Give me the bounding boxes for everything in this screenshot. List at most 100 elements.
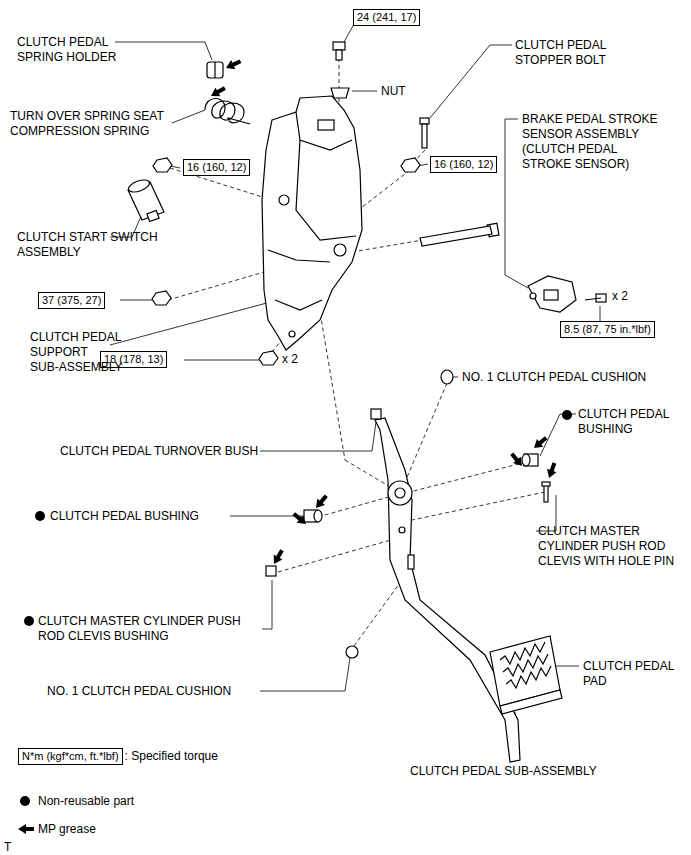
non-reusable-marks (24, 616, 34, 626)
leader-lines (553, 666, 579, 667)
bolt-and-nuts (401, 158, 420, 172)
bolt-and-nuts (331, 88, 349, 98)
small-parts (314, 510, 322, 522)
clutch-pedal-support (262, 96, 362, 350)
leader-lines (260, 658, 350, 691)
non-reusable-marks (20, 410, 572, 806)
grease-arrows (312, 493, 330, 512)
part-name: CLUTCH MASTER CYLINDER PUSH ROD CLEVIS W… (538, 524, 674, 569)
bolt-and-nuts (420, 118, 429, 124)
clutch-pedal (399, 527, 405, 533)
non-reusable-marks (20, 796, 30, 806)
clutch-pedal (375, 418, 520, 762)
clutch-pedal (388, 481, 412, 505)
spring-and-holder (205, 98, 250, 124)
dashed-guides (168, 268, 278, 300)
grease-arrows (18, 824, 34, 834)
torque-value: 8.5 (87, 75 in.*lbf) (564, 323, 651, 335)
clutch-start-switch (127, 178, 164, 222)
grease-arrows (270, 548, 287, 567)
part-name: CLUTCH MASTER CYLINDER PUSH ROD CLEVIS B… (38, 614, 241, 644)
torque-value: 24 (241, 17) (357, 11, 416, 23)
torque-value: 16 (160, 12) (187, 161, 246, 173)
torque-value: 37 (375, 27) (42, 294, 101, 306)
clutch-pedal-support (334, 244, 346, 256)
clutch-pedal (500, 642, 545, 664)
small-parts (542, 482, 550, 486)
clutch-start-switch (147, 211, 159, 222)
part-name: CLUTCH PEDAL SPRING HOLDER (17, 35, 116, 65)
small-parts (371, 409, 381, 419)
clutch-pedal (375, 418, 562, 762)
torque-box: 16 (160, 12) (183, 159, 250, 176)
small-parts (522, 454, 530, 466)
torque-box: 16 (160, 12) (430, 156, 497, 173)
leader-lines (600, 306, 601, 321)
leader-lines (230, 516, 302, 517)
clutch-pedal (395, 488, 405, 498)
grease-arrows (224, 57, 243, 73)
legend-torque-box: N*m (kgf*cm, ft.*lbf) (18, 748, 123, 765)
stroke-sensor (530, 293, 536, 299)
legend-text: Non-reusable part (38, 794, 134, 809)
part-name: TURN OVER SPRING SEAT COMPRESSION SPRING (10, 109, 164, 139)
bolt-and-nuts (333, 42, 345, 50)
clutch-pedal-support (318, 120, 334, 130)
torque-box: 37 (375, 27) (38, 292, 105, 309)
leader-lines (453, 377, 458, 378)
clutch-pedal-support (275, 300, 322, 310)
spring-and-holder (205, 62, 250, 124)
leader-lines (120, 300, 155, 301)
leader-lines (110, 300, 278, 345)
torque-box: 24 (241, 17) (353, 9, 420, 26)
dashed-guides (354, 580, 402, 646)
bolt-and-nuts (153, 158, 172, 172)
leader-lines (430, 45, 512, 118)
leader-lines (262, 580, 272, 629)
grease-arrows (508, 451, 526, 470)
small-parts (346, 646, 358, 658)
grease-arrows (531, 434, 550, 452)
dashed-guides (318, 496, 392, 517)
clutch-pedal (503, 654, 548, 676)
part-name: NO. 1 CLUTCH PEDAL CUSHION (462, 370, 646, 385)
leader-lines (172, 110, 205, 123)
grease-arrows (291, 510, 310, 528)
part-name: CLUTCH PEDAL PAD (583, 659, 674, 689)
leader-lines (260, 422, 376, 451)
quantity-note: x 2 (282, 352, 298, 367)
grease-arrows (209, 84, 228, 101)
part-name: CLUTCH START SWITCH ASSEMBLY (17, 230, 158, 260)
clutch-pedal-support (279, 195, 289, 205)
clutch-pedal-support (268, 250, 330, 262)
torque-value: 16 (160, 12) (434, 158, 493, 170)
bolt-and-nuts (420, 226, 492, 246)
dashed-guides (410, 462, 526, 492)
small-parts (441, 370, 453, 384)
figure-code: T (4, 840, 11, 855)
torque-value: N*m (kgf*cm, ft.*lbf) (22, 750, 119, 762)
leader-lines (115, 42, 212, 60)
part-name: BRAKE PEDAL STROKE SENSOR ASSEMBLY (CLUT… (522, 112, 658, 172)
bolt-and-nuts (152, 42, 606, 365)
bolt-and-nuts (422, 124, 427, 148)
bolt-and-nuts (259, 351, 278, 365)
bolt-and-nuts (585, 298, 601, 300)
dashed-guides (278, 538, 398, 572)
clutch-start-switch (127, 178, 151, 195)
part-name: CLUTCH PEDAL BUSHING (50, 509, 199, 524)
spring-and-holder (207, 62, 223, 78)
small-parts (266, 370, 550, 658)
clutch-pedal (500, 690, 562, 714)
spring-and-holder (214, 62, 215, 78)
clutch-pedal (506, 666, 551, 688)
clutch-pedal-support (262, 96, 362, 350)
part-name: CLUTCH PEDAL BUSHING (578, 407, 669, 437)
clutch-pedal-support (289, 331, 295, 337)
dashed-guides (405, 383, 447, 482)
part-name: NUT (381, 84, 406, 99)
non-reusable-marks (35, 511, 45, 521)
small-parts (266, 566, 276, 576)
part-name: CLUTCH PEDAL SUPPORT SUB-ASSEMBLY (30, 330, 122, 375)
